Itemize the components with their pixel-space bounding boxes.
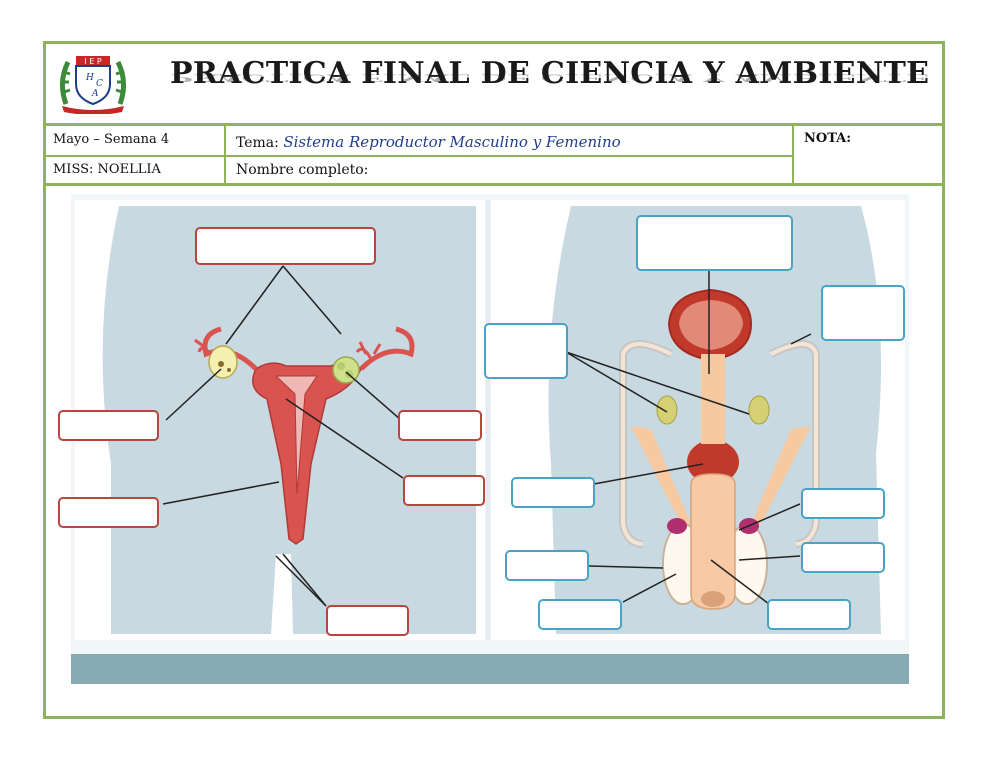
male-leader-lines	[565, 270, 812, 605]
name-field-label: Nombre completo:	[236, 162, 369, 178]
month-week-text: Mayo – Semana 4	[53, 132, 170, 147]
svg-text:A: A	[91, 89, 99, 99]
teacher-text: MISS: NOELLIA	[53, 162, 161, 177]
tema-label: Tema:	[236, 135, 279, 151]
info-table-divider	[792, 125, 794, 185]
female-leader-lines	[162, 265, 404, 607]
female-label-box[interactable]	[58, 410, 159, 441]
male-label-box[interactable]	[767, 599, 851, 630]
page-title: PRACTICA FINAL DE CIENCIA Y AMBIENTE	[170, 56, 930, 91]
male-label-box[interactable]	[636, 215, 793, 271]
tema-value: Sistema Reproductor Masculino y Femenino	[283, 133, 621, 151]
male-label-box[interactable]	[511, 477, 595, 508]
female-label-box[interactable]	[195, 227, 376, 265]
grade-label: NOTA:	[804, 131, 852, 146]
info-table-divider	[43, 155, 793, 157]
tema-line: Tema: Sistema Reproductor Masculino y Fe…	[236, 133, 621, 151]
male-label-box[interactable]	[538, 599, 622, 630]
male-label-box[interactable]	[801, 488, 885, 519]
male-label-box[interactable]	[484, 323, 568, 379]
svg-text:C: C	[96, 79, 103, 89]
female-label-box[interactable]	[398, 410, 482, 441]
page-title-reflection: PRACTICA FINAL DE CIENCIA Y AMBIENTE	[170, 71, 930, 84]
male-label-box[interactable]	[801, 542, 885, 573]
info-table-divider	[224, 125, 226, 185]
school-logo-icon: I E P H C A	[60, 56, 126, 114]
header-section	[43, 41, 945, 125]
svg-text:H: H	[85, 73, 94, 83]
male-label-box[interactable]	[821, 285, 905, 341]
female-label-box[interactable]	[58, 497, 159, 528]
logo-letters: I E P	[84, 57, 102, 66]
male-label-box[interactable]	[505, 550, 589, 581]
female-label-box[interactable]	[403, 475, 485, 506]
info-table	[43, 123, 945, 186]
male-organs	[619, 288, 820, 610]
female-label-box[interactable]	[326, 605, 409, 636]
